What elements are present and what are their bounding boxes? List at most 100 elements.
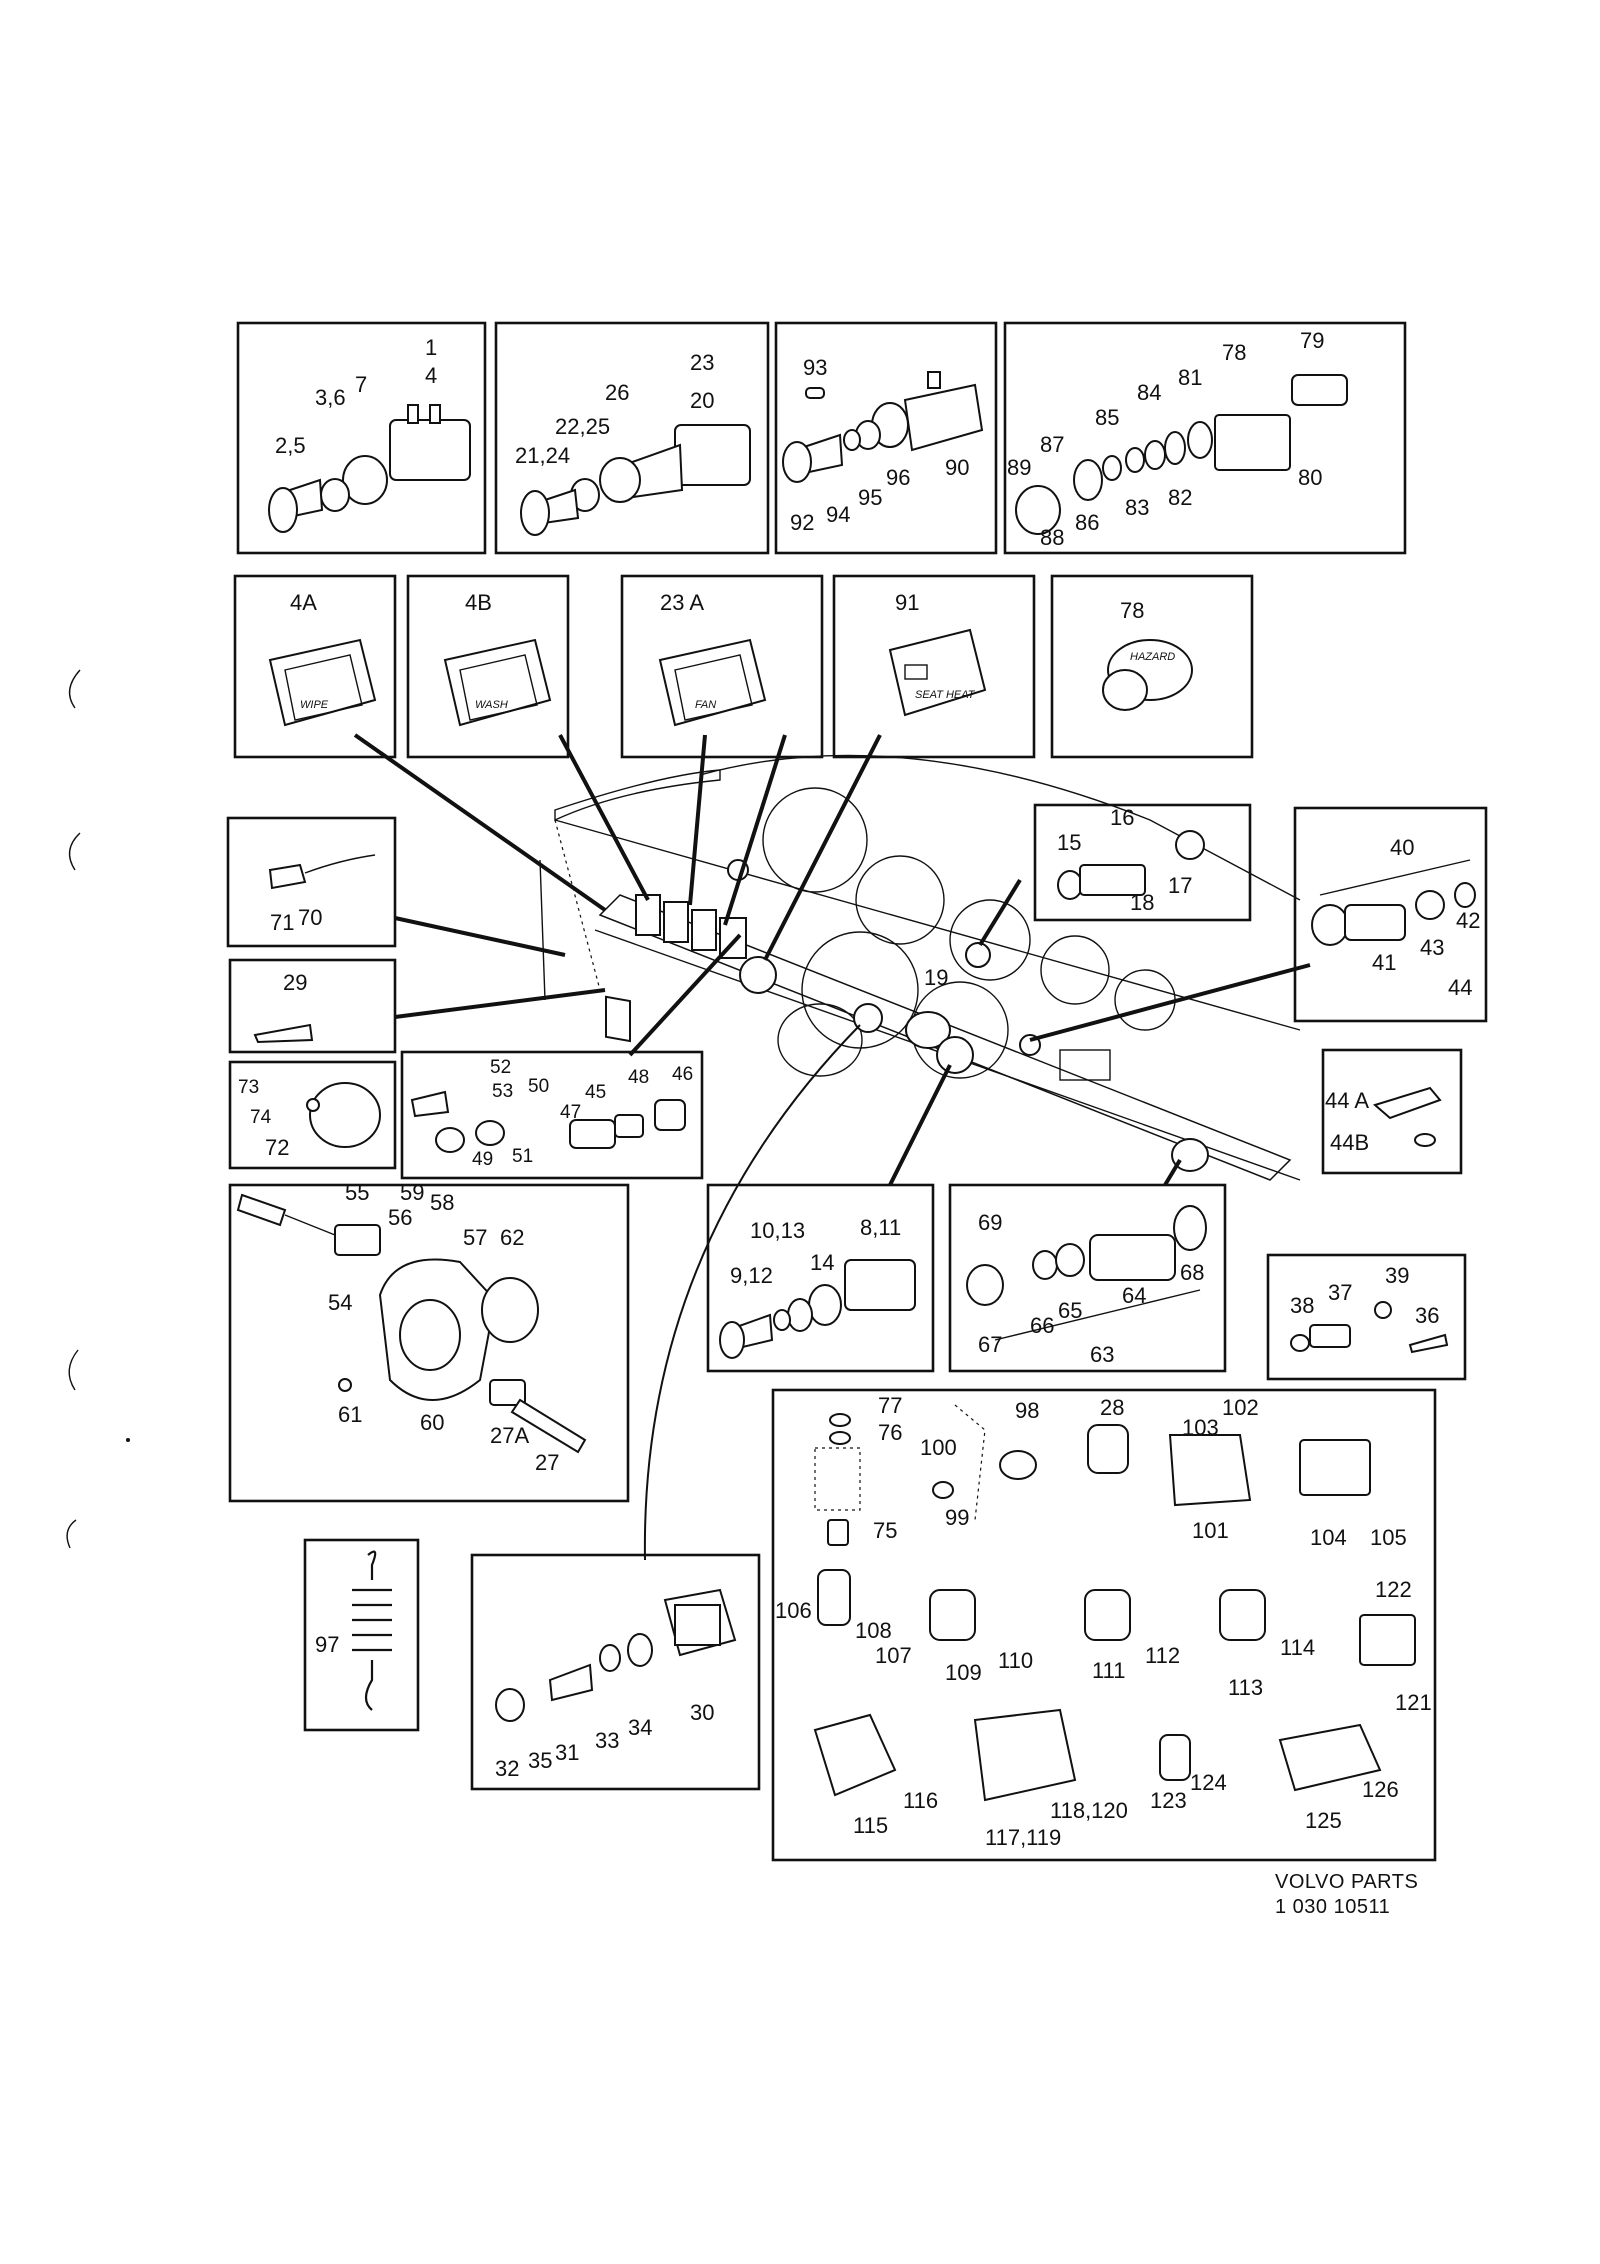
diagram-callout: 85 [1095,405,1119,430]
diagram-callout: 4 [425,363,437,388]
leader-lines [353,733,1311,1561]
diagram-callout: 8,11 [860,1215,901,1240]
diagram-callout: 30 [690,1700,714,1725]
diagram-callout: 78 [1120,598,1144,623]
diagram-callout: 102 [1222,1395,1259,1420]
panel-lighter-63: 69 68 64 65 66 67 63 [948,1183,1227,1373]
panel-connector-44a: 44 A 44B [1321,1048,1463,1175]
diagram-callout: 114 [1280,1635,1315,1660]
panel-connector-36: 39 38 37 36 [1266,1253,1467,1381]
diagram-callout: 87 [1040,432,1064,457]
diagram-callout: 125 [1305,1808,1342,1833]
diagram-callout: 80 [1298,465,1322,490]
panel-hazard-knob: HAZARD 78 [1050,574,1254,759]
panel-bulb-29: 29 [228,958,397,1054]
diagram-callout: 81 [1178,365,1202,390]
diagram-callout: 108 [855,1618,892,1643]
panel-wipe-rocker: WIPE 4A [233,574,397,759]
panel-knob-8: 10,13 8,11 9,12 14 [706,1183,935,1373]
publisher-label: VOLVO PARTS [1275,1871,1418,1893]
diagram-callout: 21,24 [515,443,570,468]
diagram-callout: 20 [690,388,714,413]
diagram-callout: 4A [290,590,317,615]
diagram-callout: 103 [1182,1415,1219,1440]
diagram-callout: 43 [1420,935,1444,960]
panel-spring-97: 97 [303,1538,420,1732]
panel-seat-heat-switch: 93 90 96 95 94 92 [774,321,998,555]
diagram-callout: 44B [1330,1130,1369,1155]
diagram-callout: 33 [595,1728,619,1753]
diagram-callout: 51 [512,1146,533,1167]
diagram-callout: 42 [1456,908,1480,933]
diagram-callout: 117,119 [985,1825,1061,1850]
diagram-callout: 84 [1137,380,1161,405]
diagram-callout: 44 A [1325,1088,1369,1113]
panel-lighter-40: 40 42 43 41 44 [1293,806,1488,1023]
diagram-callout: 48 [628,1067,649,1088]
diagram-callout: 64 [1122,1283,1146,1308]
diagram-callout: 79 [1300,328,1324,353]
diagram-callout: 73 [238,1077,259,1098]
diagram-callout: 95 [858,485,882,510]
diagram-callout: 107 [875,1643,912,1668]
diagram-callout: 72 [265,1135,289,1160]
diagram-callout: 75 [873,1518,897,1543]
diagram-callout: 62 [500,1225,524,1250]
rocker-insert-fan: FAN [695,699,716,711]
panel-bulb-holders-45: 52 53 50 48 46 45 47 49 51 [400,1050,704,1180]
diagram-callout: 67 [978,1332,1002,1357]
diagram-callout: 111 [1092,1658,1125,1683]
knob-insert-hazard: HAZARD [1130,651,1175,663]
diagram-callout: 55 [345,1180,369,1205]
diagram-callout: 61 [338,1402,362,1427]
rocker-insert-wash: WASH [475,699,508,711]
diagram-callout: 58 [430,1190,454,1215]
diagram-callout: 35 [528,1748,552,1773]
diagram-callout: 115 [853,1813,888,1838]
diagram-callout: 44 [1448,975,1472,1000]
diagram-callout: 40 [1390,835,1414,860]
diagram-callout: 82 [1168,485,1192,510]
diagram-callout: 88 [1040,525,1064,550]
panel-stalk-switch: 55 59 58 56 57 62 54 61 60 27A 27 [228,1180,630,1503]
diagram-callout: 96 [886,465,910,490]
diagram-callout: 118,120 [1050,1798,1128,1823]
diagram-callout: 41 [1372,950,1396,975]
panel-fan-rocker: FAN 23 A [620,574,824,759]
diagram-callout: 60 [420,1410,444,1435]
panel-wiper-switch: 1 4 3,6 7 2,5 [236,321,487,555]
diagram-callout: 17 [1168,873,1192,898]
diagram-callout: 38 [1290,1293,1314,1318]
part-number: 1 030 10511 [1275,1896,1390,1918]
diagram-callout: 3,6 [315,385,346,410]
panel-seat-heat-rocker: SEAT HEAT 91 [832,574,1036,759]
diagram-callout: 59 [400,1180,424,1205]
diagram-callout: 32 [495,1756,519,1781]
diagram-callout: 54 [328,1290,352,1315]
diagram-callout: 47 [560,1102,581,1123]
diagram-callout: 29 [283,970,307,995]
diagram-callout: 105 [1370,1525,1407,1550]
diagram-callout: 2,5 [275,433,306,458]
diagram-callout: 46 [672,1064,693,1085]
diagram-callout: 92 [790,510,814,535]
diagram-callout: 78 [1222,340,1246,365]
diagram-callout: 4B [465,590,492,615]
diagram-callout: 65 [1058,1298,1082,1323]
diagram-callout: 19 [924,965,948,990]
diagram-callout: 89 [1007,455,1031,480]
panel-relays: 77 76 98 28 102 103 100 99 75 101 104 10… [771,1388,1437,1862]
diagram-callout: 37 [1328,1280,1352,1305]
diagram-callout: 10,13 [750,1218,805,1243]
dashboard-illustration: 19 [539,754,1301,1181]
diagram-callout: 22,25 [555,414,610,439]
diagram-callout: 106 [775,1598,812,1623]
diagram-callout: 50 [528,1076,549,1097]
diagram-callout: 45 [585,1082,606,1103]
diagram-callout: 28 [1100,1395,1124,1420]
diagram-callout: 99 [945,1505,969,1530]
diagram-callout: 9,12 [730,1263,773,1288]
diagram-callout: 94 [826,502,850,527]
diagram-callout: 101 [1192,1518,1229,1543]
diagram-callout: 34 [628,1715,652,1740]
